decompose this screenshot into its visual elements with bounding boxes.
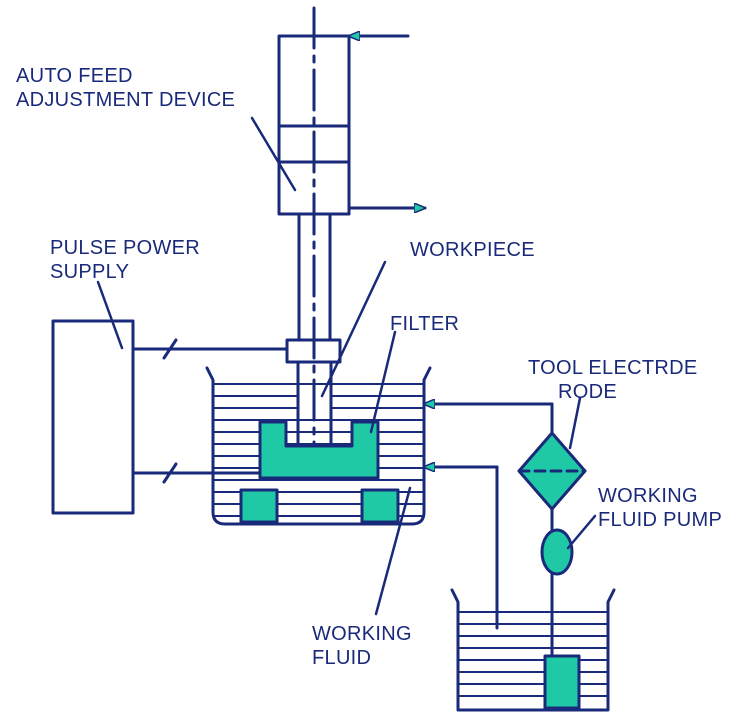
label-pump-line1: WORKING bbox=[598, 485, 698, 507]
label-tool-electrode-line1: TOOL ELECTRDE bbox=[528, 357, 698, 379]
power-wire-bottom bbox=[131, 462, 267, 484]
label-pulse-power-line2: SUPPLY bbox=[50, 261, 129, 283]
fluid-reservoir bbox=[450, 588, 616, 712]
label-auto-feed-line2: ADJUSTMENT DEVICE bbox=[16, 89, 235, 111]
ellipse-pump-icon bbox=[540, 528, 574, 576]
power-wire-top bbox=[131, 338, 289, 360]
support-block-left bbox=[239, 488, 279, 524]
switch-slash-icon bbox=[162, 462, 178, 484]
workpiece bbox=[258, 420, 380, 480]
return-line bbox=[422, 467, 499, 630]
label-working-fluid-line1: WORKING bbox=[312, 623, 412, 645]
diamond-filter-icon bbox=[517, 431, 587, 511]
label-working-fluid-line2: FLUID bbox=[312, 647, 371, 669]
suction-strainer bbox=[543, 654, 581, 710]
switch-slash-icon bbox=[162, 338, 178, 360]
support-block-right bbox=[360, 488, 400, 524]
label-pump-line2: FLUID PUMP bbox=[598, 509, 722, 531]
supply-line bbox=[422, 404, 554, 658]
label-filter: FILTER bbox=[390, 313, 459, 335]
label-auto-feed-line1: AUTO FEED bbox=[16, 65, 133, 87]
label-workpiece: WORKPIECE bbox=[410, 239, 535, 261]
reservoir-fluid-lines bbox=[457, 611, 609, 697]
piston-rod bbox=[297, 212, 332, 342]
label-tool-electrode-line2: RODE bbox=[558, 381, 617, 403]
leader-lines bbox=[96, 116, 597, 616]
pulse-power-supply-box bbox=[51, 319, 135, 515]
label-pulse-power-line1: PULSE POWER bbox=[50, 237, 200, 259]
